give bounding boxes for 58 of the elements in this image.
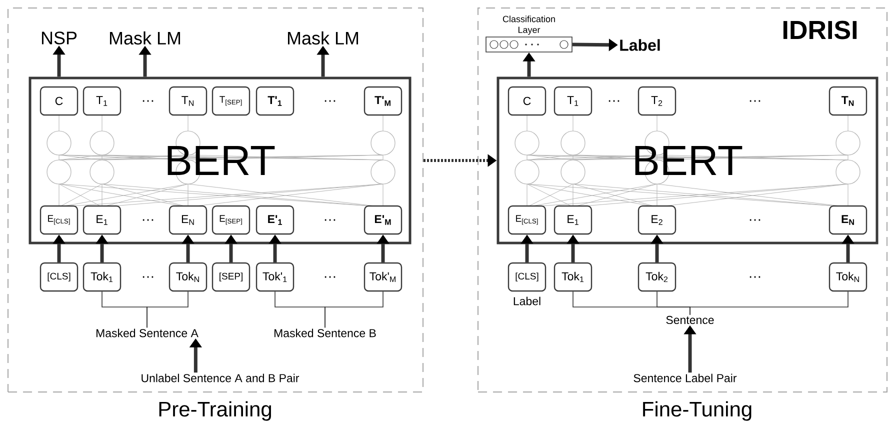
token-box: Tok$_{1}$ [82,262,122,292]
text-label: NSP [42,32,77,44]
token-box: E$_{N}$ [168,205,208,235]
text-label: Label [620,39,660,51]
token-box: T$_{2}$ [638,86,676,116]
token-box: [CLS] [508,262,546,292]
ellipsis: … [750,100,760,102]
text-label: Masked Sentence B [274,328,376,338]
title-text: IDRISI [783,20,857,40]
token-box: E$_{1}$ [554,205,592,235]
ellipsis: … [142,100,154,102]
node-label: Pre-Training [159,401,272,421]
token-box: Tok'$_{1}$ [256,262,294,292]
token-caption: Label [514,296,540,306]
token-box: E$_{1}$ [82,205,122,235]
ellipsis: … [142,276,154,278]
token-box: Tok$_{2}$ [638,262,676,292]
ellipsis: … [324,219,336,221]
layer-box: Classification Layer [486,16,572,52]
text-label: Mask LM [288,31,358,45]
token-box: C [40,86,78,116]
token-box: T$_{N}$ [168,86,208,116]
connector-line [146,291,188,328]
ellipsis: … [608,100,620,102]
connector-line [690,291,848,316]
ellipsis: … [142,219,154,221]
text-label: Sentence Label Pair [634,374,737,382]
token-box: E'$_{M}$ [364,205,402,235]
token-box: Tok$_{N}$ [168,262,208,292]
token-box: E$_{[CLS]}$ [40,205,78,235]
token-box: T'$_{1}$ [256,86,294,116]
ellipsis: … [750,219,760,221]
text-label: Masked Sentence A [96,328,198,338]
token-box: T$_{[SEP]}$ [212,86,250,116]
token-box: [CLS] [40,262,78,292]
token-box: T$_{N}$ [828,86,868,116]
token-box: Tok$_{N}$ [828,262,868,292]
node-label: Fine-Tuning [643,401,752,421]
token-box: T'$_{M}$ [364,86,402,116]
token-box: Tok'$_{M}$ [364,262,402,292]
token-box: E'$_{1}$ [256,205,294,235]
connector-line [324,291,384,328]
ellipsis: … [324,100,336,102]
token-box: T$_{1}$ [554,86,592,116]
token-box: E$_{[CLS]}$ [508,205,546,235]
text-label: Unlabel Sentence A and B Pair [142,374,300,382]
node-label: Classification Layer [502,16,555,35]
text-label: Mask LM [110,31,180,45]
token-box: E$_{N}$ [828,205,868,235]
token-box: T$_{1}$ [82,86,122,116]
token-box: C [508,86,546,116]
ellipsis: … [324,276,336,278]
token-box: [SEP] [212,262,250,292]
token-box: E$_{2}$ [638,205,676,235]
token-box: Tok$_{1}$ [554,262,592,292]
token-box: E$_{[SEP]}$ [212,205,250,235]
text-label: Sentence [666,316,714,324]
ellipsis: … [750,276,760,278]
